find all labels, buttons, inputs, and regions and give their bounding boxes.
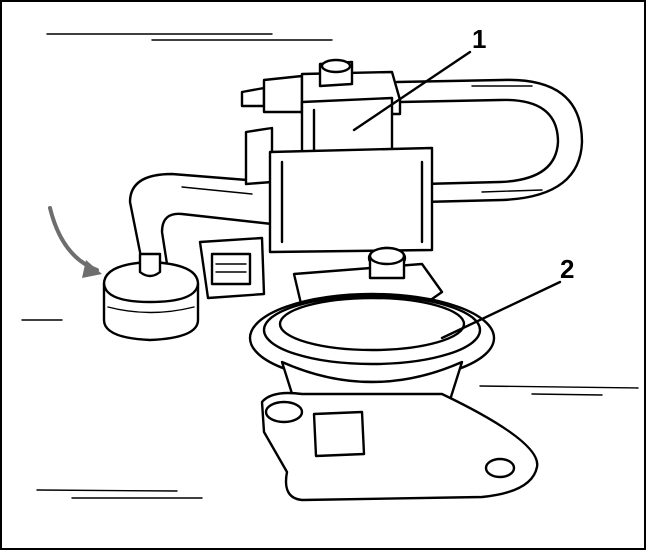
scan-streaks [21,33,639,499]
filter-canister [102,252,200,342]
leader-lines [352,50,562,340]
callout-label-2: 2 [560,254,574,284]
callout-label-1: 1 [472,24,486,54]
vacuum-hose [395,78,584,204]
arrow-head-icon [82,260,102,278]
leader-line-2 [440,280,562,340]
egr-valve-body [248,246,539,502]
leader-line-1 [352,50,472,132]
electrical-connector [198,236,266,300]
left-hose [128,172,274,266]
solenoid-valve [240,58,434,254]
pointer-arrow [48,206,102,278]
